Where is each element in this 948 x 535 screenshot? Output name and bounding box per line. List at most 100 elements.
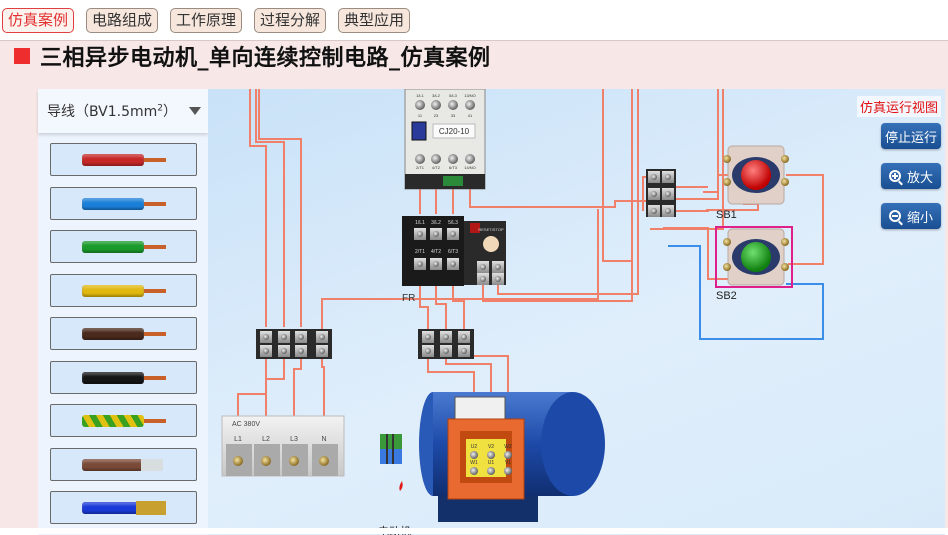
wire-option-yellow-wire[interactable] (50, 273, 197, 307)
footer-strip (0, 528, 948, 534)
power-terminal-label: L3 (290, 436, 298, 443)
overload-relay[interactable]: RESET/STOP 1/L12/T13/L24/T25/L36/T3 FR (402, 216, 506, 304)
tab-typical-application[interactable]: 典型应用 (338, 8, 411, 33)
terminal-block-2[interactable] (418, 329, 474, 359)
contactor-bottom-terminal-label: 4/T2 (432, 165, 441, 170)
power-terminal-screw[interactable] (233, 456, 243, 466)
wire-option-brown-wire-with-terminal[interactable] (50, 447, 197, 481)
power-terminal-screw[interactable] (319, 456, 329, 466)
screw-icon (425, 334, 431, 340)
tab-process-breakdown[interactable]: 过程分解 (254, 8, 327, 33)
screw-icon (651, 174, 657, 180)
terminal-block-1[interactable] (256, 329, 332, 359)
tab-circuit-composition[interactable]: 电路组成 (86, 8, 159, 33)
contactor-bottom-screw[interactable] (431, 154, 441, 164)
stop-run-button[interactable]: 停止运行 (881, 123, 941, 149)
wire-option-blue-wire[interactable] (50, 186, 197, 220)
screw-icon (665, 208, 671, 214)
terminal-block-3[interactable] (646, 169, 676, 217)
motor-terminal-screw[interactable] (470, 467, 478, 475)
blue-wire-with-terminal-icon (82, 502, 144, 514)
black-wire-icon (82, 371, 144, 384)
motor-terminal-screw[interactable] (487, 467, 495, 475)
screw-icon (450, 261, 456, 267)
wire-option-red-wire[interactable] (50, 143, 197, 176)
screw-icon (433, 261, 439, 267)
conductor-icon (144, 332, 166, 336)
screw-icon (417, 261, 423, 267)
reset-label: RESET/STOP (478, 227, 504, 232)
stop-button-sb1[interactable]: SB1 (716, 145, 789, 221)
conductor-icon (144, 158, 166, 162)
motor-terminal-screw[interactable] (470, 451, 478, 459)
conductor-icon (136, 501, 166, 515)
green-wire-icon (82, 241, 144, 253)
power-label: AC 380V (232, 421, 260, 428)
brown-wire-icon (82, 328, 144, 340)
red-wire-icon (82, 154, 144, 166)
contactor-top-screw[interactable] (415, 100, 425, 110)
contactor-top-screw[interactable] (465, 100, 475, 110)
title-square-icon (14, 48, 30, 64)
start-button-sb2[interactable]: SB2 (715, 226, 793, 302)
conductor-icon (144, 245, 166, 249)
tab-simulation-case[interactable]: 仿真案例 (2, 8, 75, 33)
motor-terminal-label: U2 (471, 444, 478, 450)
screw-icon (319, 334, 325, 340)
contactor-top-number: 11 (418, 113, 423, 118)
screw-icon (263, 334, 269, 340)
stop-run-label: 停止运行 (884, 130, 937, 146)
zoom-in-icon (888, 170, 901, 182)
screw-icon (281, 334, 287, 340)
zoom-in-button[interactable]: 放大 (881, 163, 941, 189)
motor-terminal-screw[interactable] (487, 451, 495, 459)
power-terminal-label: N (321, 436, 326, 443)
contactor-model-label: CJ20-10 (439, 127, 470, 136)
motor-terminal-screw[interactable] (504, 451, 512, 459)
power-terminal-screw[interactable] (261, 456, 271, 466)
motor-terminal-label: W1 (470, 460, 478, 466)
sb2-label: SB2 (716, 290, 737, 302)
contactor-bottom-screw[interactable] (415, 154, 425, 164)
wire-palette: 导线（BV1.5mm2） (38, 89, 208, 535)
motor-terminal-screw[interactable] (504, 467, 512, 475)
wire-option-brown-wire[interactable] (50, 317, 197, 350)
screw-icon (298, 334, 304, 340)
wire-option-green-wire[interactable] (50, 230, 197, 263)
blue-wire-icon (82, 197, 144, 210)
contactor-top-terminal-label: 5/L3 (449, 93, 458, 98)
contactor-bottom-screw[interactable] (448, 154, 458, 164)
contactor-top-terminal-label: 13/NO (464, 93, 476, 98)
wire-type-selector[interactable]: 导线（BV1.5mm2） (38, 89, 208, 133)
sb1-label: SB1 (716, 209, 737, 221)
dropdown-caret-icon[interactable] (189, 107, 201, 115)
screw-icon (480, 276, 486, 282)
tab-working-principle[interactable]: 工作原理 (170, 8, 243, 33)
wire-option-black-wire[interactable] (50, 360, 197, 394)
conductor-icon (144, 288, 166, 293)
contactor-top-screw[interactable] (448, 100, 458, 110)
zoom-out-button[interactable]: 缩小 (881, 203, 941, 229)
motor-terminal-label: U1 (488, 460, 495, 466)
wire-type-label: 导线（BV1.5mm2） (47, 103, 178, 120)
screw-icon (651, 208, 657, 214)
wire-option-blue-wire-with-terminal[interactable] (50, 491, 197, 524)
contactor-top-screw[interactable] (431, 100, 441, 110)
screw-icon (480, 264, 486, 270)
motor-terminal-label: V2 (488, 444, 494, 450)
contactor-bottom-screw[interactable] (465, 154, 475, 164)
zoom-in-label: 放大 (906, 170, 933, 186)
conductor-icon (144, 375, 166, 380)
fr-bottom-terminal-label: 4/T2 (431, 249, 441, 255)
wire-option-yellow-green-wire[interactable] (50, 404, 197, 437)
screw-icon (495, 264, 501, 270)
power-terminal-label: L2 (262, 436, 270, 443)
power-terminal-screw[interactable] (289, 456, 299, 466)
screw-icon (281, 348, 287, 354)
fr-bottom-terminal-label: 6/T3 (448, 249, 458, 255)
